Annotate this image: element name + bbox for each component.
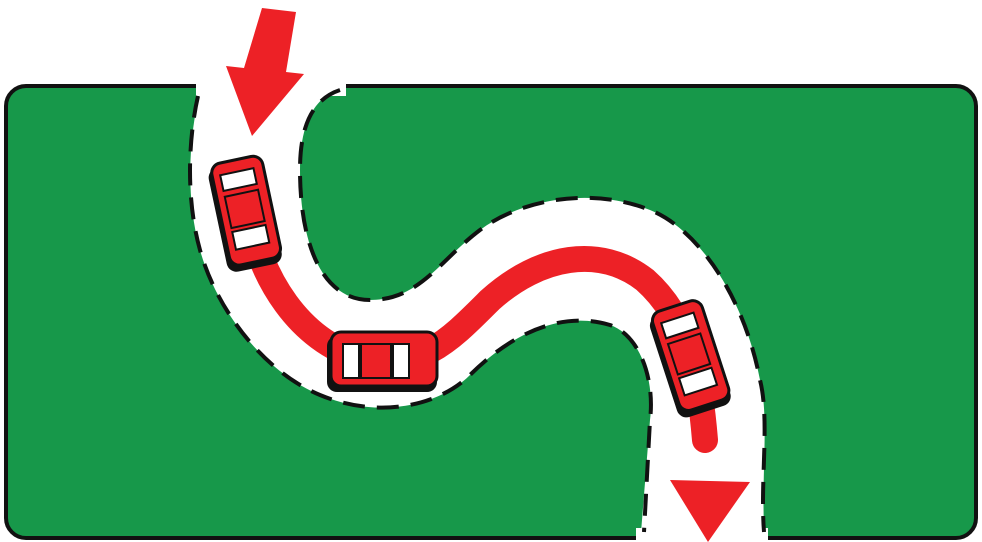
- car-icon: [327, 332, 437, 392]
